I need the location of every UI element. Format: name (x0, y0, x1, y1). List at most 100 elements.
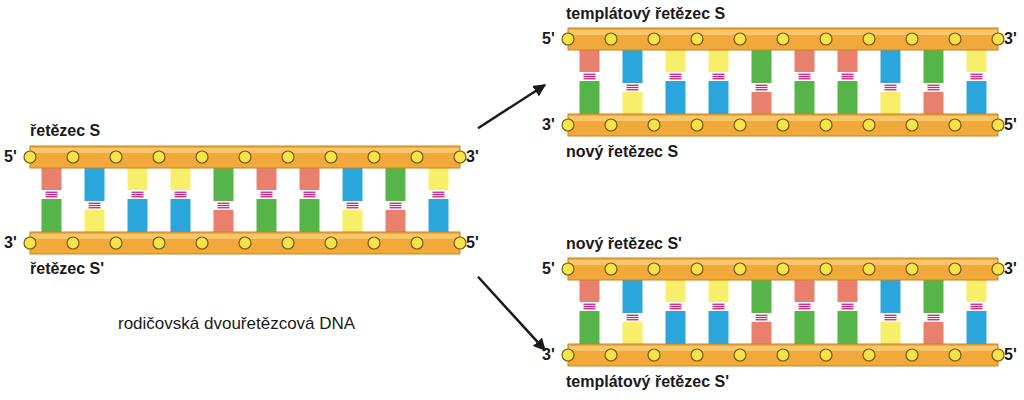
dna-duplex: templátový řetězec Snový řetězec S (545, 0, 1024, 170)
strand-label: řetězec S' (30, 259, 104, 278)
phosphate (906, 349, 918, 361)
base (752, 50, 772, 83)
hydrogen-bond (433, 194, 445, 195)
phosphate (992, 33, 1004, 45)
phosphate (777, 119, 789, 131)
base (666, 81, 686, 114)
hydrogen-bond (799, 304, 811, 305)
phosphate (949, 349, 961, 361)
hydrogen-bond (928, 317, 940, 318)
base (214, 168, 234, 201)
phosphate (368, 151, 380, 163)
hydrogen-bond (713, 308, 725, 309)
strand-label: templátový řetězec S' (566, 372, 729, 391)
hydrogen-bond (756, 89, 768, 90)
base (257, 199, 277, 232)
replication-arrow (478, 85, 545, 128)
hydrogen-bond (971, 78, 983, 79)
phosphate (368, 237, 380, 249)
hydrogen-bond (304, 196, 316, 197)
base (128, 168, 148, 190)
phosphate (734, 33, 746, 45)
phosphate (24, 237, 36, 249)
base (85, 210, 105, 232)
base (709, 280, 729, 302)
base (752, 92, 772, 114)
base (967, 81, 987, 114)
hydrogen-bond (756, 317, 768, 318)
strand-end-label: 5' (4, 147, 17, 166)
phosphate (992, 263, 1004, 275)
phosphate (992, 119, 1004, 131)
phosphate (820, 263, 832, 275)
base (580, 81, 600, 114)
base (85, 168, 105, 201)
hydrogen-bond (842, 304, 854, 305)
hydrogen-bond (304, 192, 316, 193)
hydrogen-bond (713, 74, 725, 75)
phosphate (110, 151, 122, 163)
hydrogen-bond (433, 196, 445, 197)
phosphate (863, 349, 875, 361)
hydrogen-bond (799, 74, 811, 75)
phosphate (325, 151, 337, 163)
phosphate (605, 263, 617, 275)
base (623, 280, 643, 313)
base (343, 168, 363, 201)
base (967, 50, 987, 72)
phosphate (239, 151, 251, 163)
phosphate (67, 151, 79, 163)
hydrogen-bond (756, 315, 768, 316)
base (429, 199, 449, 232)
hydrogen-bond (799, 308, 811, 309)
hydrogen-bond (799, 76, 811, 77)
base (752, 322, 772, 344)
double-helix (24, 146, 466, 254)
sugar-phosphate-backbone (568, 258, 998, 280)
dna-duplex: nový řetězec S'templátový řetězec S' (545, 228, 1024, 400)
hydrogen-bond (390, 205, 402, 206)
phosphate (605, 349, 617, 361)
base (580, 280, 600, 302)
phosphate (863, 119, 875, 131)
phosphate (648, 119, 660, 131)
hydrogen-bond (971, 76, 983, 77)
double-helix (562, 258, 1004, 366)
phosphate (562, 119, 574, 131)
hydrogen-bond (390, 203, 402, 204)
phosphate (691, 33, 703, 45)
hydrogen-bond (885, 87, 897, 88)
hydrogen-bond (132, 196, 144, 197)
phosphate (196, 237, 208, 249)
strand-end-label: 5' (542, 259, 555, 278)
base (623, 92, 643, 114)
strand-end-label: 3' (542, 345, 555, 364)
base (967, 311, 987, 344)
phosphate (992, 349, 1004, 361)
hydrogen-bond (584, 76, 596, 77)
replication-arrow (478, 277, 545, 350)
hydrogen-bond (842, 78, 854, 79)
phosphate (648, 33, 660, 45)
hydrogen-bond (584, 304, 596, 305)
hydrogen-bond (928, 85, 940, 86)
base (795, 311, 815, 344)
base (666, 280, 686, 302)
strand-end-label: 3' (542, 115, 555, 134)
hydrogen-bond (627, 89, 639, 90)
hydrogen-bond (433, 192, 445, 193)
hydrogen-bond (261, 194, 273, 195)
hydrogen-bond (928, 319, 940, 320)
phosphate (906, 119, 918, 131)
phosphate (777, 33, 789, 45)
hydrogen-bond (46, 196, 58, 197)
phosphate (605, 33, 617, 45)
base (171, 199, 191, 232)
strand-label: řetězec S (30, 121, 100, 140)
sugar-phosphate-backbone (568, 344, 998, 366)
base (386, 168, 406, 201)
hydrogen-bond (132, 194, 144, 195)
phosphate (282, 237, 294, 249)
hydrogen-bond (627, 85, 639, 86)
